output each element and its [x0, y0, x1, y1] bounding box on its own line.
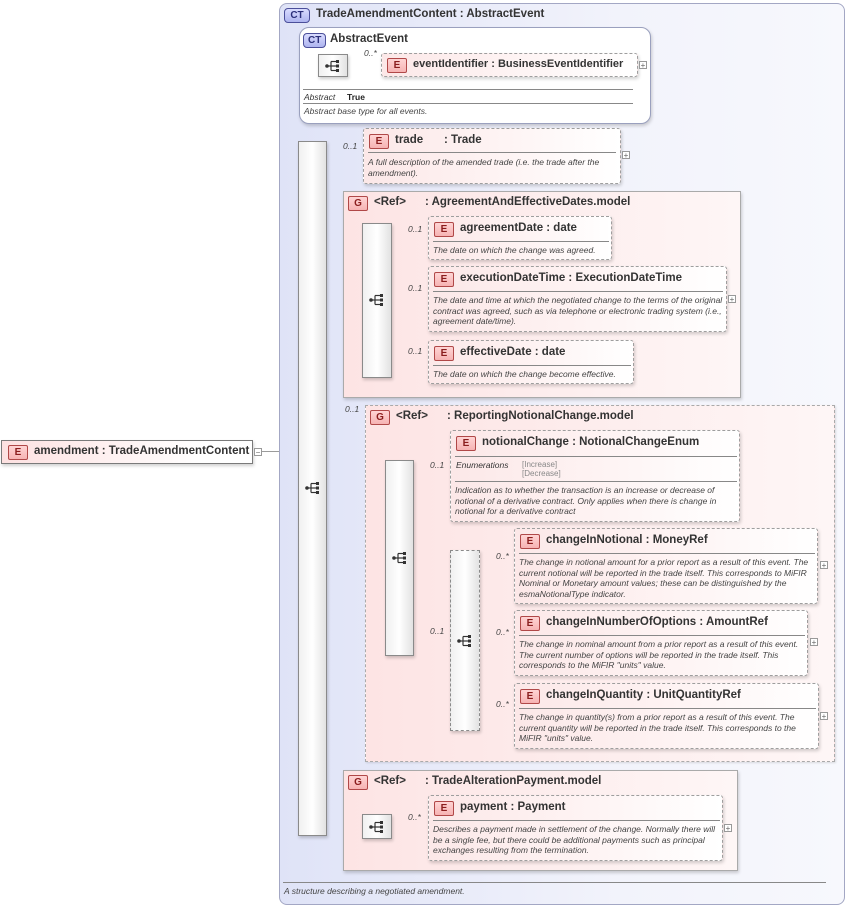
group-badge: G [348, 775, 368, 790]
element-execution-date-time[interactable]: E executionDateTime : ExecutionDateTime … [428, 266, 727, 332]
occurrence-label: 0..* [408, 812, 421, 822]
occurrence-label: 0..1 [408, 224, 423, 234]
element-badge: E [434, 346, 454, 361]
complex-type-badge: CT [284, 8, 310, 23]
abstract-event-description: Abstract base type for all events. [304, 106, 428, 116]
element-badge: E [520, 689, 540, 704]
element-agreement-date[interactable]: E agreementDate : date The date on which… [428, 216, 612, 260]
element-description: The date and time at which the negotiate… [433, 295, 723, 326]
element-badge: E [456, 436, 476, 451]
element-label: executionDateTime : ExecutionDateTime [460, 272, 682, 284]
element-payment[interactable]: E payment : Payment Describes a payment … [428, 795, 723, 861]
enum-value: [Decrease] [522, 469, 561, 478]
occurrence-label: 0..1 [408, 283, 423, 293]
element-change-in-quantity[interactable]: E changeInQuantity : UnitQuantityRef The… [514, 683, 819, 749]
attribute-key: Abstract [304, 92, 336, 102]
element-name: trade [395, 134, 424, 146]
sequence-box-notional [385, 460, 414, 656]
element-event-identifier[interactable]: E eventIdentifier : BusinessEventIdentif… [381, 53, 638, 77]
element-badge: E [369, 134, 389, 149]
sequence-box-choice [450, 550, 480, 731]
element-label: changeInQuantity : UnitQuantityRef [546, 689, 741, 701]
sequence-box-payment [362, 814, 392, 839]
element-description: Indication as to whether the transaction… [455, 485, 717, 516]
attribute-value: True [347, 92, 365, 102]
expand-icon[interactable]: + [724, 824, 732, 833]
sequence-icon [392, 552, 406, 564]
occurrence-label: 0..* [496, 699, 509, 709]
sequence-icon [305, 482, 319, 494]
group-badge: G [370, 410, 390, 425]
occurrence-label: 0..1 [408, 346, 423, 356]
abstract-event-title: AbstractEvent [330, 33, 408, 45]
root-element[interactable]: E amendment : TradeAmendmentContent [1, 440, 253, 464]
element-description: The date on which the change become effe… [433, 369, 616, 379]
element-label: agreementDate : date [460, 222, 577, 234]
element-description: A full description of the amended trade … [368, 157, 600, 178]
expand-icon[interactable]: + [622, 151, 630, 160]
occurrence-label: 0..* [496, 627, 509, 637]
occurrence-label: 0..1 [430, 626, 445, 636]
expand-icon[interactable]: + [810, 638, 818, 647]
element-label: changeInNumberOfOptions : AmountRef [546, 616, 768, 628]
element-effective-date[interactable]: E effectiveDate : date The date on which… [428, 340, 634, 384]
collapse-icon[interactable]: − [254, 448, 262, 457]
occurrence-label: 0..1 [343, 141, 358, 151]
sequence-icon [325, 60, 339, 72]
group-title: : ReportingNotionalChange.model [447, 410, 634, 422]
complex-type-title: TradeAmendmentContent : AbstractEvent [316, 8, 545, 20]
element-notional-change[interactable]: E notionalChange : NotionalChangeEnum En… [450, 430, 740, 522]
element-description: The change in quantity(s) from a prior r… [519, 712, 796, 743]
group-badge: G [348, 196, 368, 211]
expand-icon[interactable]: + [728, 295, 736, 304]
element-badge: E [387, 58, 407, 73]
element-label: notionalChange : NotionalChangeEnum [482, 436, 700, 448]
sequence-box-dates [362, 223, 392, 378]
element-badge: E [520, 616, 540, 631]
element-type: : Trade [444, 134, 482, 146]
element-label: effectiveDate : date [460, 346, 566, 358]
element-trade[interactable]: E trade : Trade A full description of th… [363, 128, 621, 184]
element-badge: E [434, 222, 454, 237]
sequence-icon [457, 635, 471, 647]
expand-icon[interactable]: + [820, 561, 828, 570]
sequence-icon [369, 821, 383, 833]
element-badge: E [434, 801, 454, 816]
element-description: Describes a payment made in settlement o… [433, 824, 716, 855]
element-label: eventIdentifier : BusinessEventIdentifie… [413, 58, 624, 70]
group-ref: <Ref> [374, 196, 406, 208]
expand-icon[interactable]: + [639, 61, 647, 70]
enum-value: [Increase] [522, 460, 558, 469]
element-label: changeInNotional : MoneyRef [546, 534, 708, 546]
occurrence-label: 0..* [364, 48, 377, 58]
sequence-box-main [298, 141, 327, 836]
element-badge: E [8, 445, 28, 460]
element-badge: E [434, 272, 454, 287]
abstract-event-badge: CT [303, 33, 327, 48]
group-ref: <Ref> [374, 775, 406, 787]
root-element-label: amendment : TradeAmendmentContent [34, 445, 250, 457]
element-description: The change in nominal amount from a prio… [519, 639, 799, 670]
sequence-icon [369, 294, 383, 306]
element-change-in-number-of-options[interactable]: E changeInNumberOfOptions : AmountRef Th… [514, 610, 808, 676]
occurrence-label: 0..1 [345, 404, 360, 414]
group-title: : TradeAlterationPayment.model [425, 775, 602, 787]
element-label: payment : Payment [460, 801, 566, 813]
expand-icon[interactable]: + [820, 712, 828, 721]
element-description: The change in notional amount for a prio… [519, 557, 809, 599]
occurrence-label: 0..* [496, 551, 509, 561]
occurrence-label: 0..1 [430, 460, 445, 470]
sequence-box-abstract [318, 54, 348, 77]
element-badge: E [520, 534, 540, 549]
group-ref: <Ref> [396, 410, 428, 422]
complex-type-description: A structure describing a negotiated amen… [284, 886, 465, 896]
group-title: : AgreementAndEffectiveDates.model [425, 196, 631, 208]
enumerations-label: Enumerations [456, 460, 509, 470]
element-change-in-notional[interactable]: E changeInNotional : MoneyRef The change… [514, 528, 818, 604]
element-description: The date on which the change was agreed. [433, 245, 596, 255]
